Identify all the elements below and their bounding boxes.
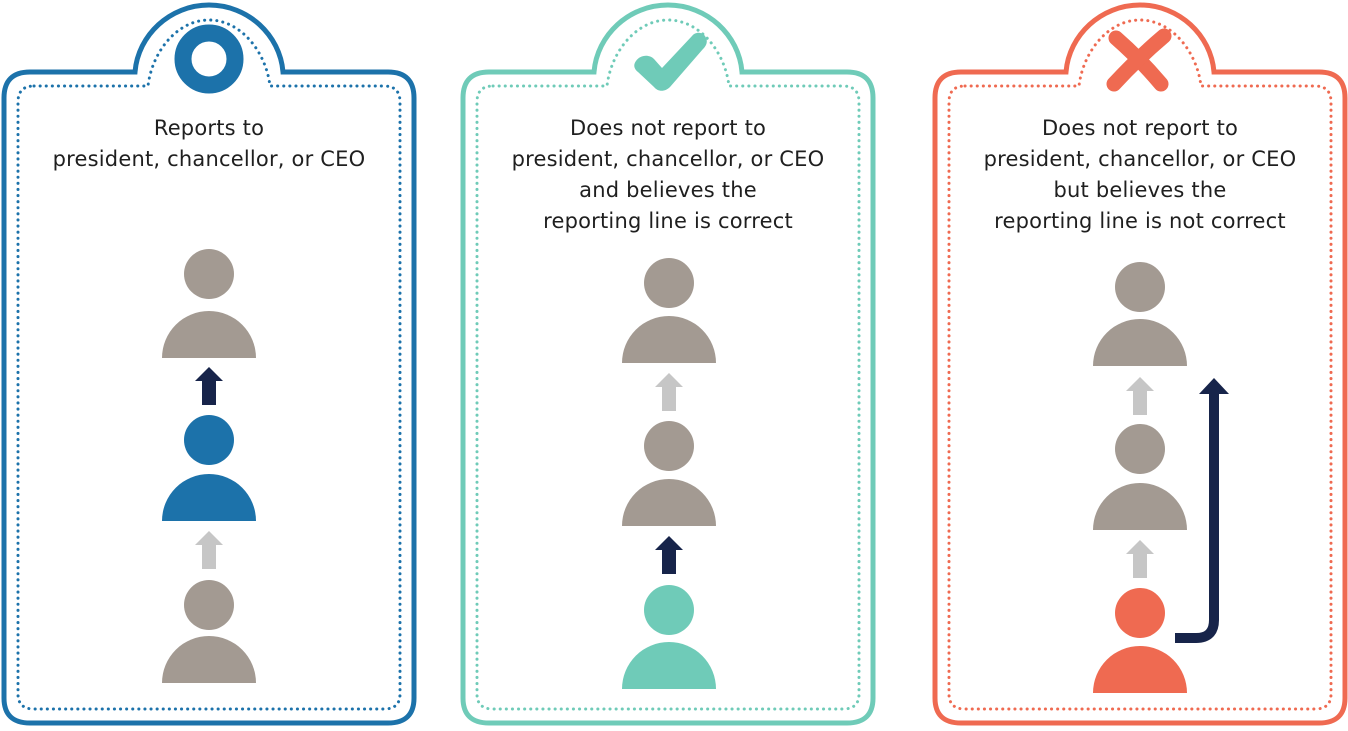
person-executive bbox=[1093, 262, 1187, 366]
arrow-up-light bbox=[1126, 377, 1154, 415]
cross-icon bbox=[1106, 28, 1172, 92]
person-self bbox=[622, 585, 716, 689]
person-executive bbox=[162, 249, 256, 358]
caption-line: but believes the bbox=[1053, 178, 1227, 202]
panel-not-report-incorrect-caption: Does not report to president, chancellor… bbox=[951, 113, 1329, 237]
arrow-up-dark bbox=[195, 367, 223, 405]
person-supervisor bbox=[622, 421, 716, 526]
arrow-up-dark bbox=[655, 536, 683, 574]
person-self bbox=[162, 415, 256, 521]
desired-reporting-arrow bbox=[1175, 378, 1229, 643]
panel-frame bbox=[932, 2, 1348, 726]
panel-not-report-incorrect bbox=[932, 2, 1348, 726]
panel-dotted-border bbox=[16, 18, 402, 711]
person-supervisor bbox=[1093, 424, 1187, 530]
panel-frame bbox=[1, 2, 417, 726]
person-executive bbox=[622, 258, 716, 363]
caption-line: president, chancellor, or CEO bbox=[983, 147, 1297, 171]
checkmark-icon bbox=[634, 32, 707, 91]
panel-reports-caption: Reports to president, chancellor, or CEO bbox=[20, 113, 398, 175]
caption-line: Does not report to bbox=[1041, 116, 1239, 140]
panel-dotted-border bbox=[475, 18, 861, 711]
caption-line: president, chancellor, or CEO bbox=[52, 147, 366, 171]
panel-frame bbox=[460, 2, 876, 726]
caption-line: Does not report to bbox=[569, 116, 767, 140]
ring-icon bbox=[174, 24, 244, 94]
caption-line: reporting line is not correct bbox=[994, 209, 1286, 233]
caption-line: reporting line is correct bbox=[543, 209, 793, 233]
arrow-up-light bbox=[655, 373, 683, 411]
caption-line: president, chancellor, or CEO bbox=[511, 147, 825, 171]
arrow-up-light bbox=[195, 531, 223, 569]
panel-reports bbox=[1, 2, 417, 726]
panel-not-report-correct bbox=[460, 2, 876, 726]
caption-line: and believes the bbox=[579, 178, 757, 202]
panel-not-report-correct-caption: Does not report to president, chancellor… bbox=[479, 113, 857, 237]
person-self bbox=[1093, 588, 1187, 693]
panel-dotted-border bbox=[947, 18, 1333, 711]
arrow-up-light bbox=[1126, 540, 1154, 578]
person-report bbox=[162, 580, 256, 683]
caption-line: Reports to bbox=[153, 116, 265, 140]
